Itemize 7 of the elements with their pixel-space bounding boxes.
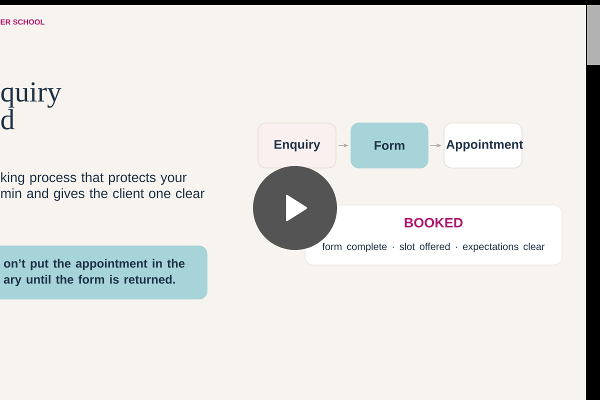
process-box: Enquiry [258,122,336,168]
body-text: king process that protects your min and gives the client one clear [1,172,204,201]
process-box: Form [350,122,428,168]
status-card: BOOKED form complete · slot offered · expectations clear [304,204,562,266]
process-box: Appointment [444,122,523,168]
slide-title: quiry d [1,82,62,130]
callout-box: on’t put the appointment in the ary until the form is returned. [0,246,208,300]
